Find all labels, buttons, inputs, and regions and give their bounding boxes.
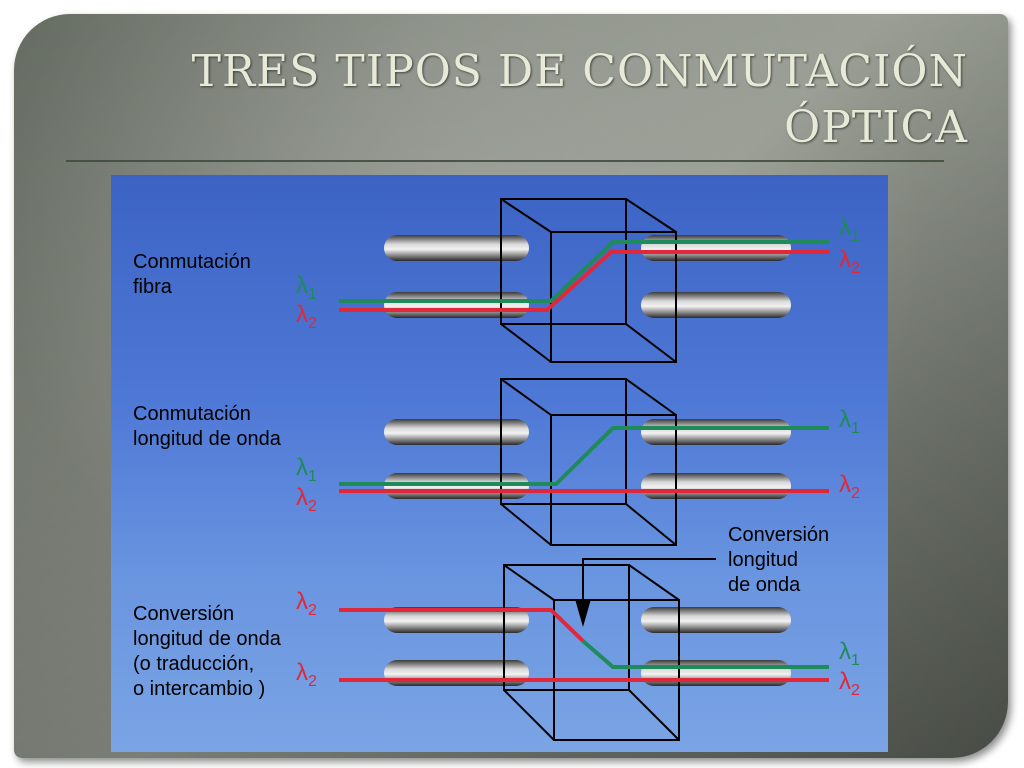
section1-label-line2: fibra bbox=[133, 276, 173, 298]
lambda1-output-label: λ1 bbox=[839, 406, 860, 437]
section3-label-line1: Conversión bbox=[133, 603, 234, 625]
fiber-rod bbox=[641, 607, 791, 633]
fiber-rod bbox=[384, 235, 529, 261]
lambda2-input-label: λ2 bbox=[296, 484, 317, 515]
green-light-path bbox=[339, 240, 829, 303]
section-fiber-switching: Conmutación fibra λ1 λ2 λ1 λ2 bbox=[133, 198, 860, 363]
switch-cube bbox=[500, 378, 677, 546]
switch-cube bbox=[500, 198, 677, 363]
section2-label-line2: longitud de onda bbox=[133, 428, 282, 450]
callout-label-line2: longitud bbox=[728, 549, 798, 571]
fiber-rod bbox=[384, 660, 529, 686]
slide-title: TRES TIPOS DE CONMUTACIÓN ÓPTICA bbox=[108, 44, 968, 156]
callout-label-line1: Conversión bbox=[728, 524, 829, 546]
section3-label-line2: longitud de onda bbox=[133, 628, 282, 650]
red-light-path bbox=[339, 250, 829, 312]
lambda1-input-label: λ1 bbox=[296, 454, 317, 485]
lambda2-output-label: λ2 bbox=[839, 246, 860, 277]
title-line-1: TRES TIPOS DE CONMUTACIÓN bbox=[191, 46, 968, 97]
fiber-rod bbox=[384, 292, 529, 318]
green-converted-path bbox=[581, 639, 829, 669]
callout-label-line3: de onda bbox=[728, 574, 801, 596]
optical-switching-figure: Conmutación fibra λ1 λ2 λ1 λ2 Conmutació… bbox=[111, 175, 888, 752]
red-light-path-converted bbox=[339, 608, 585, 643]
fiber-rod bbox=[641, 419, 791, 445]
callout-arrow-head bbox=[575, 599, 591, 627]
section-wavelength-switching: Conmutación longitud de onda λ1 λ2 λ1 λ2 bbox=[133, 378, 860, 546]
fiber-rod bbox=[641, 473, 791, 499]
switch-cube bbox=[503, 564, 680, 741]
callout-arrow-line bbox=[582, 558, 716, 615]
lambda1-output-label: λ1 bbox=[839, 638, 860, 669]
lambda1-input-label: λ1 bbox=[296, 272, 317, 303]
fiber-rod bbox=[641, 660, 791, 686]
section1-label-line1: Conmutación bbox=[133, 251, 251, 273]
title-underline bbox=[66, 160, 944, 162]
section3-label-line4: o intercambio ) bbox=[133, 678, 265, 700]
lambda2-output-label: λ2 bbox=[839, 471, 860, 502]
fiber-rod bbox=[641, 292, 791, 318]
section-wavelength-conversion: Conversión longitud de onda (o traducció… bbox=[133, 524, 860, 741]
lambda2-input-label: λ2 bbox=[296, 659, 317, 690]
lambda2-input-label: λ2 bbox=[296, 588, 317, 619]
fiber-rod bbox=[384, 419, 529, 445]
green-light-path bbox=[339, 426, 829, 486]
section2-label-line1: Conmutación bbox=[133, 403, 251, 425]
lambda2-input-label: λ2 bbox=[296, 301, 317, 332]
title-line-2: ÓPTICA bbox=[784, 102, 968, 153]
lambda2-output-label: λ2 bbox=[839, 668, 860, 699]
fiber-rod bbox=[641, 235, 791, 261]
lambda1-output-label: λ1 bbox=[839, 214, 860, 245]
fiber-rod bbox=[384, 607, 529, 633]
section3-label-line3: (o traducción, bbox=[133, 653, 254, 675]
switching-diagram: Conmutación fibra λ1 λ2 λ1 λ2 Conmutació… bbox=[133, 198, 860, 741]
